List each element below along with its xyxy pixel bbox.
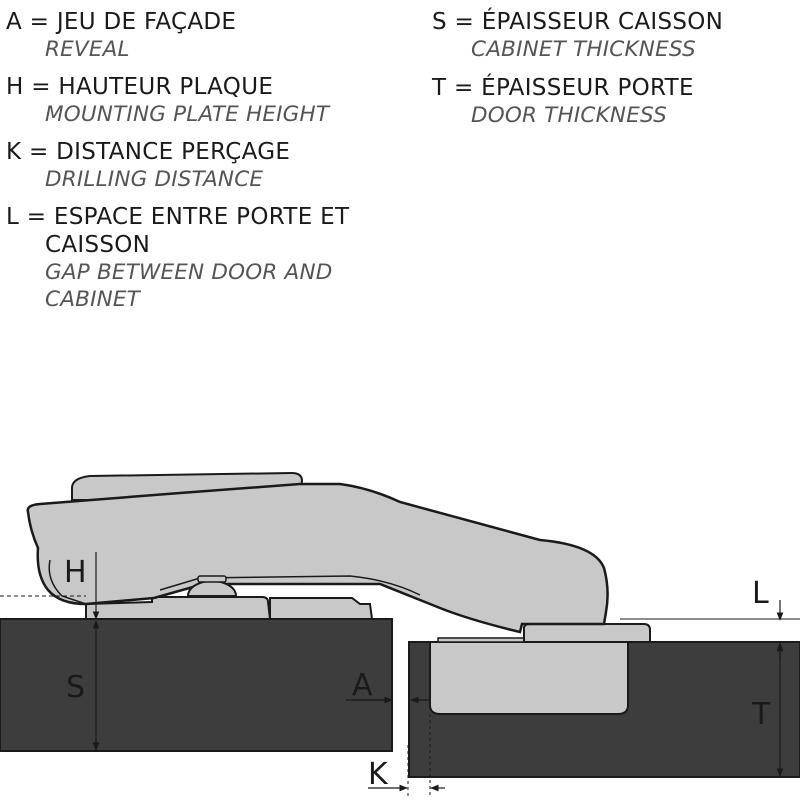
dimension-k-label: K [368, 757, 389, 792]
legend-term-t: T = ÉPAISSEUR PORTE [432, 75, 694, 101]
legend-item-s: S = ÉPAISSEUR CAISSON CABINET THICKNESS [432, 8, 792, 63]
legend-translation-a: REVEAL [45, 37, 130, 62]
mounting-plate-base [269, 597, 374, 620]
hinge-cup-top [523, 623, 651, 643]
legend-translation-t: DOOR THICKNESS [471, 103, 667, 128]
legend-translation-h: MOUNTING PLATE HEIGHT [45, 102, 330, 127]
legend-left-column: A = JEU DE FAÇADE REVEAL H = HAUTEUR PLA… [6, 8, 396, 323]
screw-head [197, 575, 227, 583]
legend-term-s: S = ÉPAISSEUR CAISSON [432, 9, 724, 35]
dimension-a-label: A [352, 668, 373, 703]
legend-term-k: K = DISTANCE PERÇAGE [6, 139, 291, 165]
legend-item-a: A = JEU DE FAÇADE REVEAL [6, 8, 396, 63]
hinge-arm [26, 482, 609, 634]
cabinet-panel [0, 618, 393, 752]
legend-term-h: H = HAUTEUR PLAQUE [6, 74, 274, 100]
dimension-t-label: T [751, 697, 771, 732]
legend-item-l: L = ESPACE ENTRE PORTE ET CAISSON GAP BE… [6, 203, 396, 313]
dimension-s-label: S [66, 670, 85, 705]
dimension-h-label: H [64, 555, 87, 590]
hinge-cup-flange [437, 637, 527, 643]
legend-translation-k: DRILLING DISTANCE [45, 167, 264, 192]
dimension-l-label: L [752, 576, 769, 611]
legend-term-a: A = JEU DE FAÇADE [6, 9, 237, 35]
legend-item-h: H = HAUTEUR PLAQUE MOUNTING PLATE HEIGHT [6, 73, 396, 128]
legend-right-column: S = ÉPAISSEUR CAISSON CABINET THICKNESS … [432, 8, 792, 140]
legend-translation-s: CABINET THICKNESS [471, 37, 696, 62]
legend-translation-l: GAP BETWEEN DOOR AND CABINET [45, 260, 333, 312]
legend-item-k: K = DISTANCE PERÇAGE DRILLING DISTANCE [6, 138, 396, 193]
hinge-arm-ridge [159, 575, 421, 596]
legend-item-t: T = ÉPAISSEUR PORTE DOOR THICKNESS [432, 74, 792, 129]
hinge-cup [429, 641, 629, 715]
hinge-arm-detail [48, 559, 87, 605]
legend-term-l: L = ESPACE ENTRE PORTE ET CAISSON [6, 204, 350, 258]
